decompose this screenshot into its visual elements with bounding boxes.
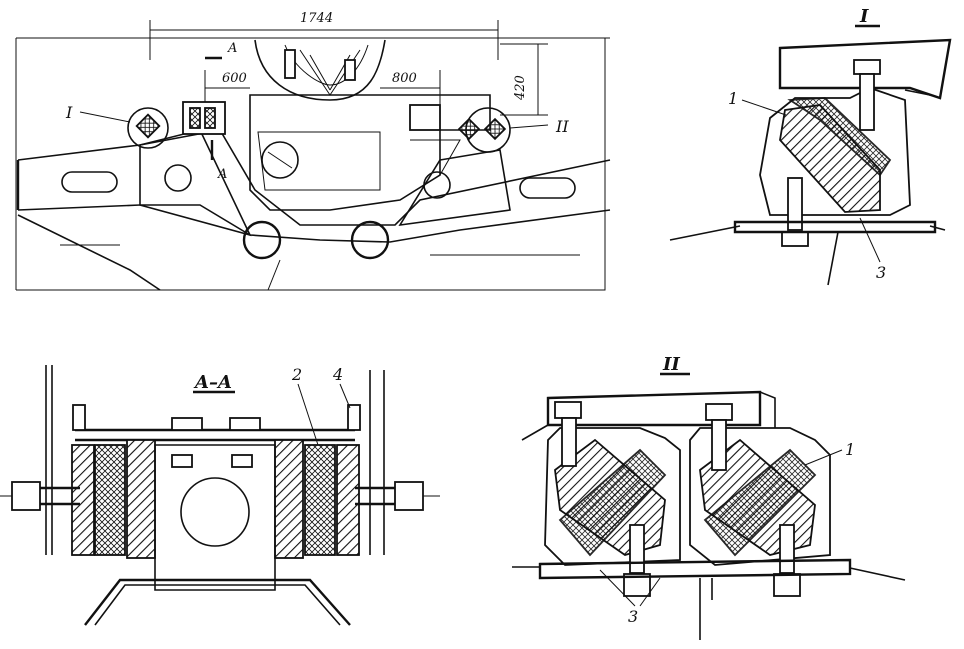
detail-ii-label-1: 1 [845, 440, 855, 459]
section-aa-label-2: 2 [291, 365, 302, 384]
detail-ii-title: II [662, 354, 680, 375]
dim-right-label: 800 [392, 71, 417, 86]
dim-left-label: 600 [222, 71, 247, 86]
dim-width-label: 1744 [300, 11, 333, 26]
section-aa-view: A–A 2 4 [0, 365, 440, 626]
section-aa-title: A–A [193, 372, 232, 393]
mount-i-circle [127, 107, 169, 149]
callout-ii-label: II [555, 117, 569, 136]
detail-ii-view: II 1 3 [512, 354, 906, 640]
callout-i-label: I [65, 103, 73, 122]
detail-ii-label-3: 3 [628, 607, 638, 626]
detail-i-label-1: 1 [728, 89, 738, 108]
detail-i-title: I [859, 6, 869, 27]
section-aa-label-4: 4 [332, 365, 343, 384]
section-mark-top: A [227, 41, 237, 56]
detail-i-view: I 1 3 [669, 6, 952, 286]
detail-i-label-3: 3 [876, 263, 886, 282]
dim-height-label: 420 [513, 75, 528, 101]
section-mark-bottom: A [217, 167, 227, 182]
main-frame-view: 1744 600 800 420 [15, 11, 611, 291]
